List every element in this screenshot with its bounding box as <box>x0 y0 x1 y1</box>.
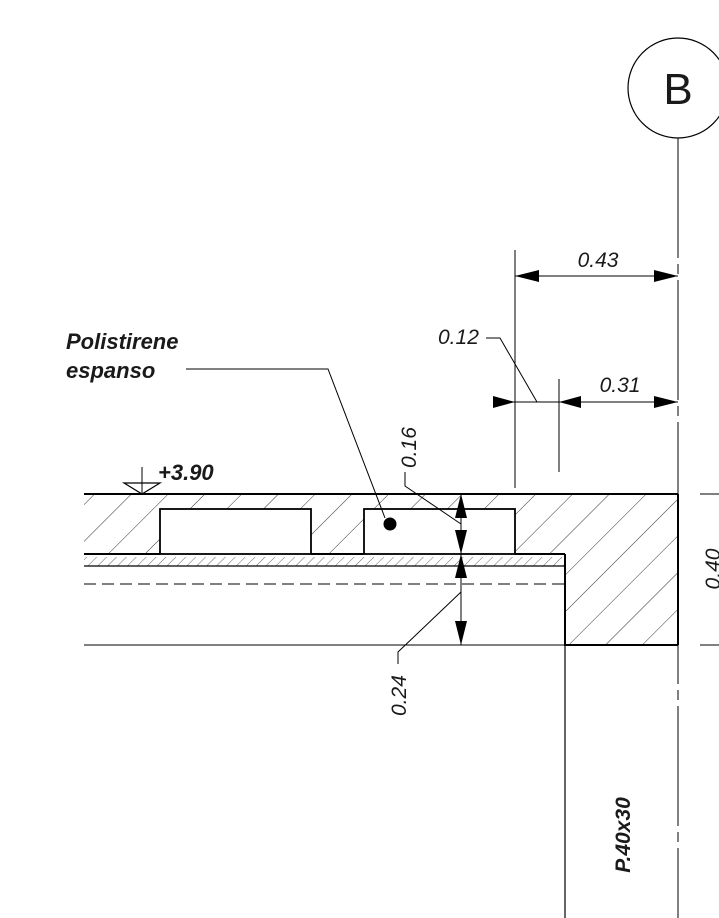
dim-label-012: 0.12 <box>438 326 479 349</box>
dim-leader-016 <box>404 472 462 525</box>
dim-label-031: 0.31 <box>600 374 641 397</box>
material-callout: Polistirene espanso <box>66 329 397 531</box>
grid-axis-label: B <box>663 65 692 114</box>
dim-label-016: 0.16 <box>398 427 421 468</box>
grid-axis-b: B <box>627 37 719 918</box>
slab-section <box>84 493 719 646</box>
dim-leader-024 <box>397 591 462 664</box>
dim-leader-012 <box>486 337 538 403</box>
dim-label-043: 0.43 <box>578 249 619 272</box>
column: P.40x30 <box>564 645 635 918</box>
dim-arrow-012-in <box>493 396 515 408</box>
dim-arrow-right <box>654 270 678 282</box>
callout-dot <box>383 517 397 531</box>
dim-arrow-031-right <box>654 396 678 408</box>
dim-label-040: 0.40 <box>702 548 719 589</box>
dim-beam-depth: 0.40 <box>702 548 719 589</box>
dim-beam: 0.31 0.12 <box>438 326 678 472</box>
callout-leader <box>186 368 386 519</box>
insulation-block-left <box>159 508 312 555</box>
dim-arrow-016-top <box>455 494 467 518</box>
dim-slab-depth: 0.16 <box>398 427 467 554</box>
dim-arrow-012-out <box>559 396 581 408</box>
dim-label-024: 0.24 <box>388 675 411 716</box>
dim-arrow-024-top <box>455 554 467 578</box>
column-tag: P.40x30 <box>612 797 635 873</box>
callout-line-1: Polistirene <box>66 329 178 354</box>
insulation-block-right <box>363 508 516 555</box>
plaster-strip <box>84 557 565 566</box>
callout-line-2: espanso <box>66 358 155 383</box>
dim-arrow-024-bottom <box>455 621 467 645</box>
level-mark: +3.90 <box>121 460 214 495</box>
dim-arrow-left <box>515 270 539 282</box>
level-marker-line <box>141 467 160 494</box>
dim-arrow-016-bottom <box>455 530 467 554</box>
level-label: +3.90 <box>158 460 214 485</box>
dim-lower-depth: 0.24 <box>388 554 467 716</box>
slab-concrete-fill <box>84 494 678 645</box>
dim-overall-width: 0.43 <box>514 249 678 488</box>
